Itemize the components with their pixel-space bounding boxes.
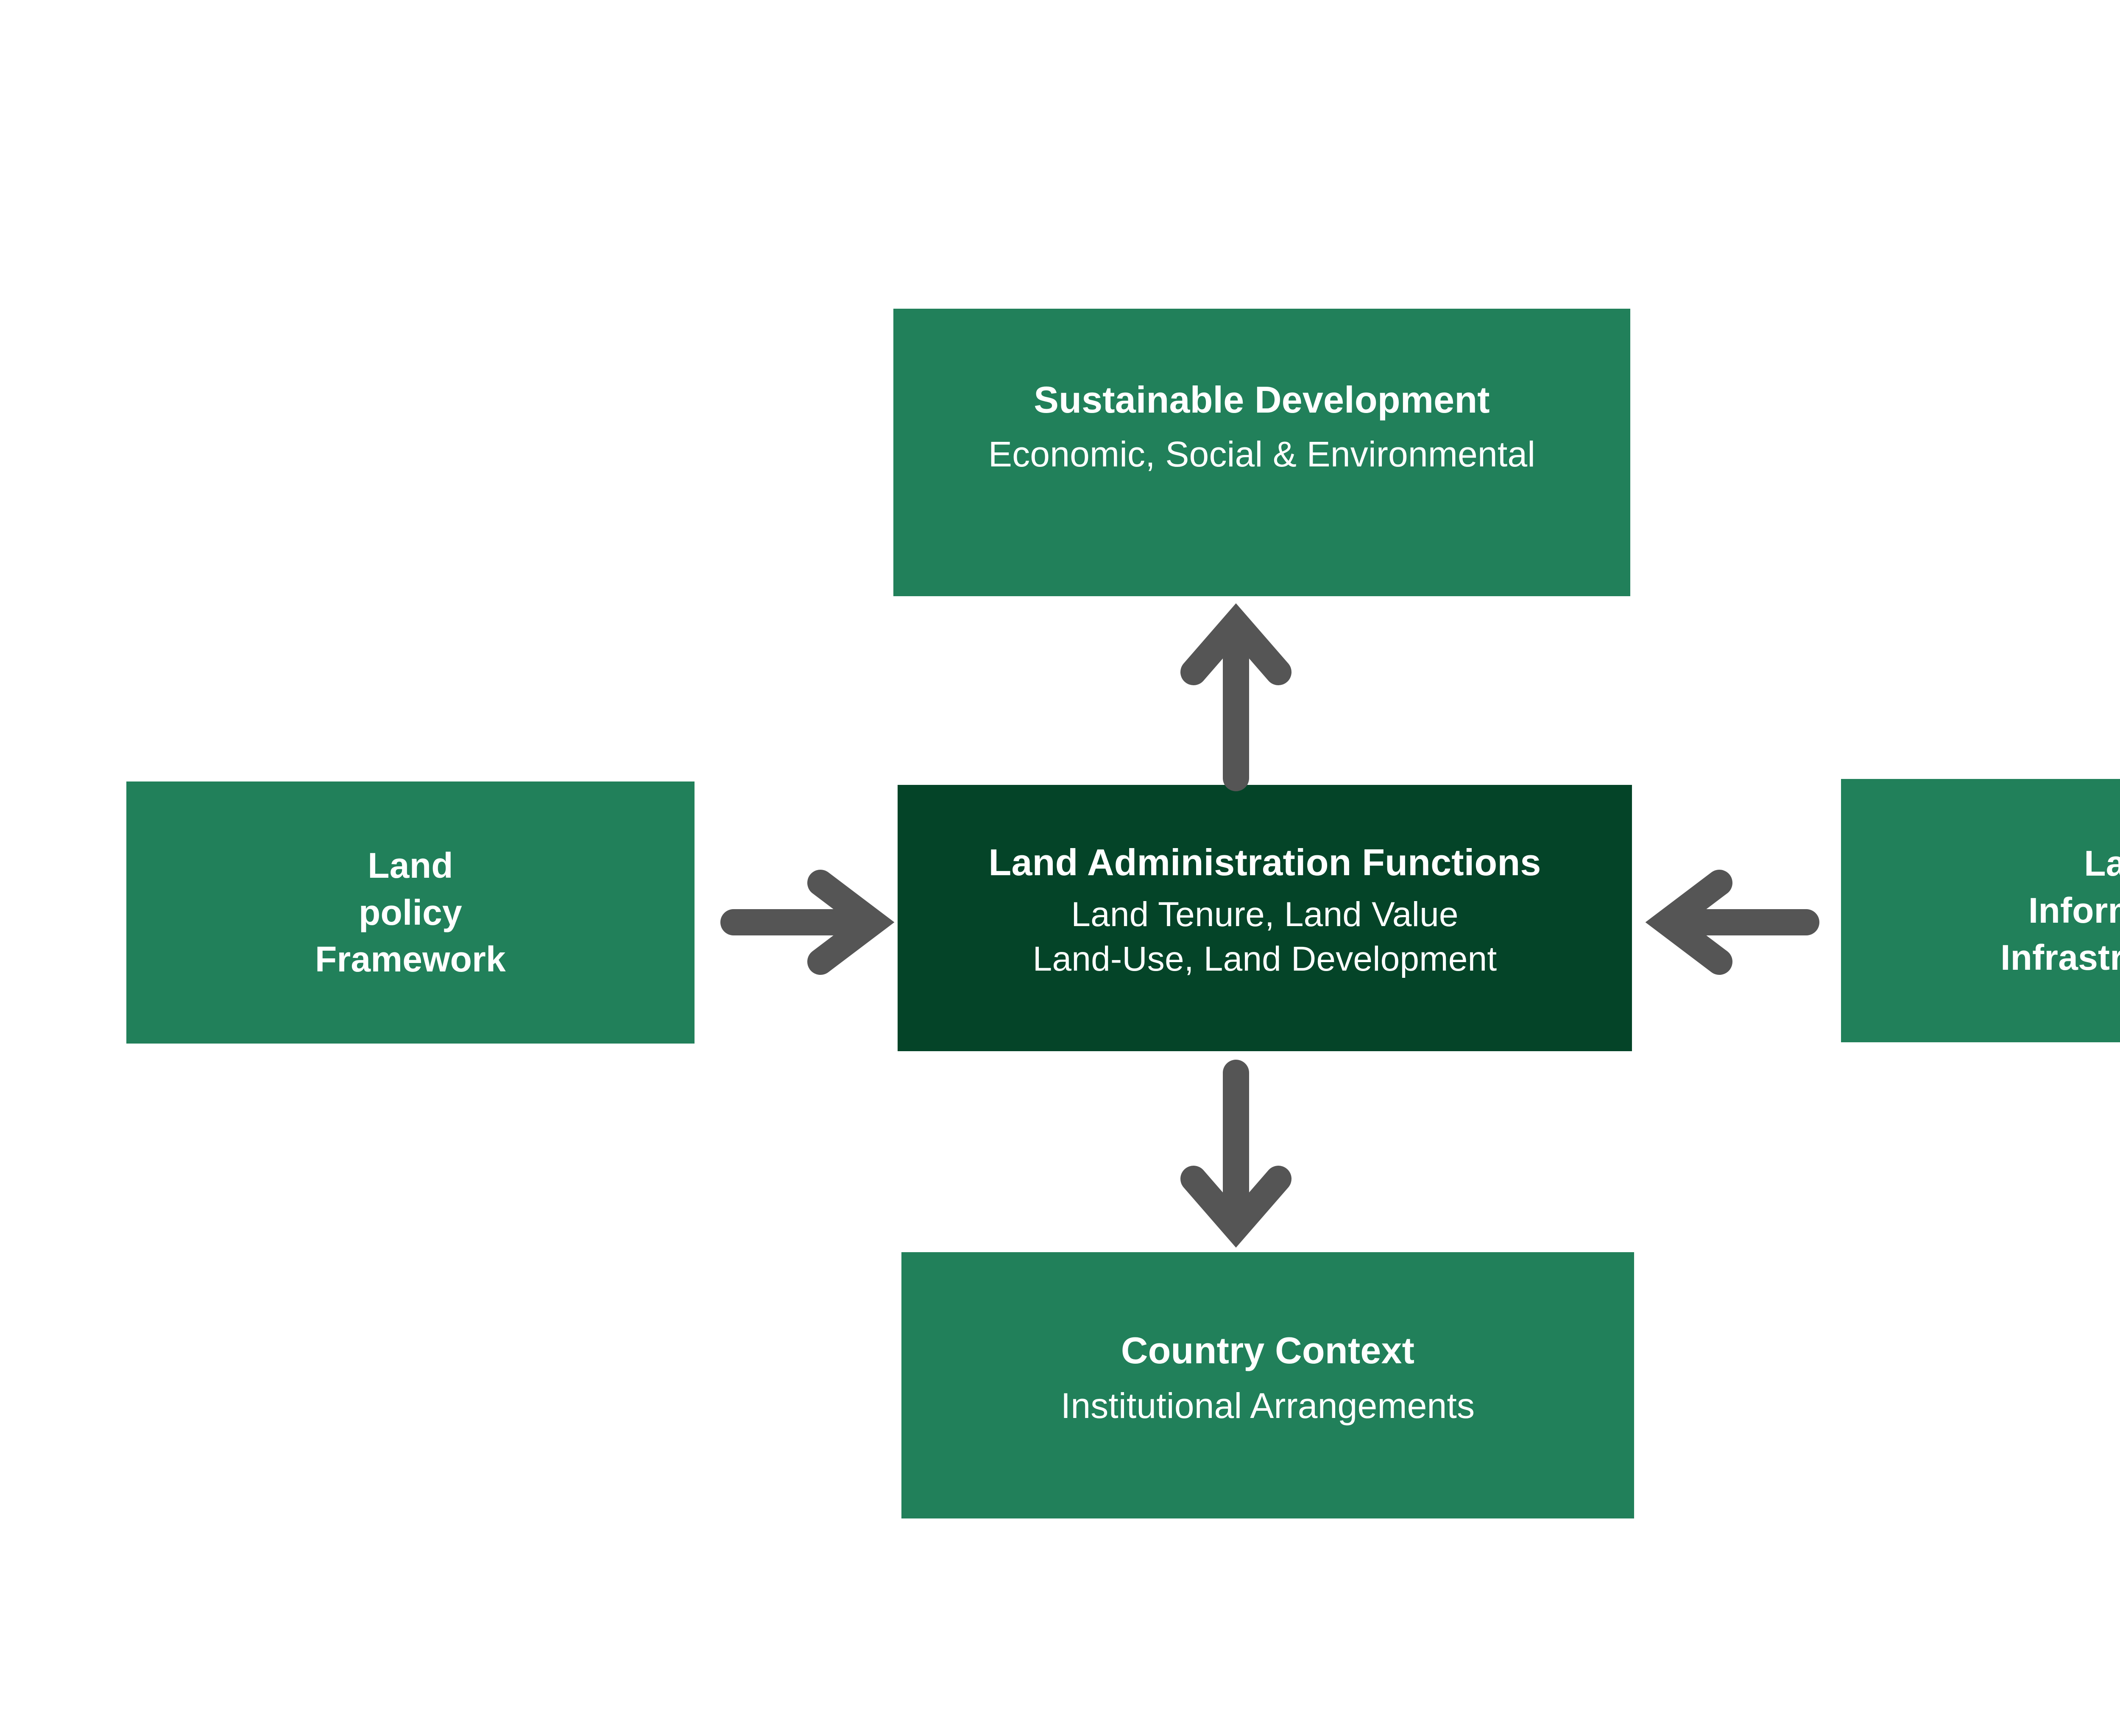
node-land-policy-framework: Land policy Framework [126, 781, 695, 1044]
node-country-context-subtitle: Institutional Arrangements [1060, 1385, 1475, 1426]
node-country-context: Country Context Institutional Arrangemen… [901, 1252, 1634, 1518]
node-land-administration-functions-subtitle-line2: Land-Use, Land Development [1032, 940, 1497, 979]
arrow-left-icon [1645, 870, 1819, 975]
node-land-information-infrastructures-line1: Land [2084, 843, 2120, 884]
node-sustainable-development-subtitle: Economic, Social & Environmental [988, 434, 1536, 474]
arrow-right-icon [720, 870, 895, 975]
node-land-administration-functions-title: Land Administration Functions [988, 841, 1541, 883]
node-sustainable-development: Sustainable Development Economic, Social… [893, 309, 1630, 596]
node-land-policy-framework-line3: Framework [315, 939, 506, 980]
node-land-administration-functions: Land Administration Functions Land Tenur… [898, 785, 1632, 1051]
node-land-policy-framework-line2: policy [359, 892, 462, 932]
node-sustainable-development-title: Sustainable Development [1034, 379, 1490, 421]
node-land-information-infrastructures-line2: Information [2028, 890, 2120, 931]
arrow-down-icon [1179, 1060, 1293, 1248]
node-land-administration-functions-subtitle-line1: Land Tenure, Land Value [1071, 895, 1459, 934]
node-land-information-infrastructures: Land Information Infrastructures [1841, 779, 2120, 1042]
node-country-context-title: Country Context [1121, 1329, 1415, 1372]
node-land-information-infrastructures-line3: Infrastructures [2000, 937, 2120, 977]
arrow-up-icon [1179, 603, 1293, 791]
node-land-policy-framework-line1: Land [368, 845, 453, 885]
